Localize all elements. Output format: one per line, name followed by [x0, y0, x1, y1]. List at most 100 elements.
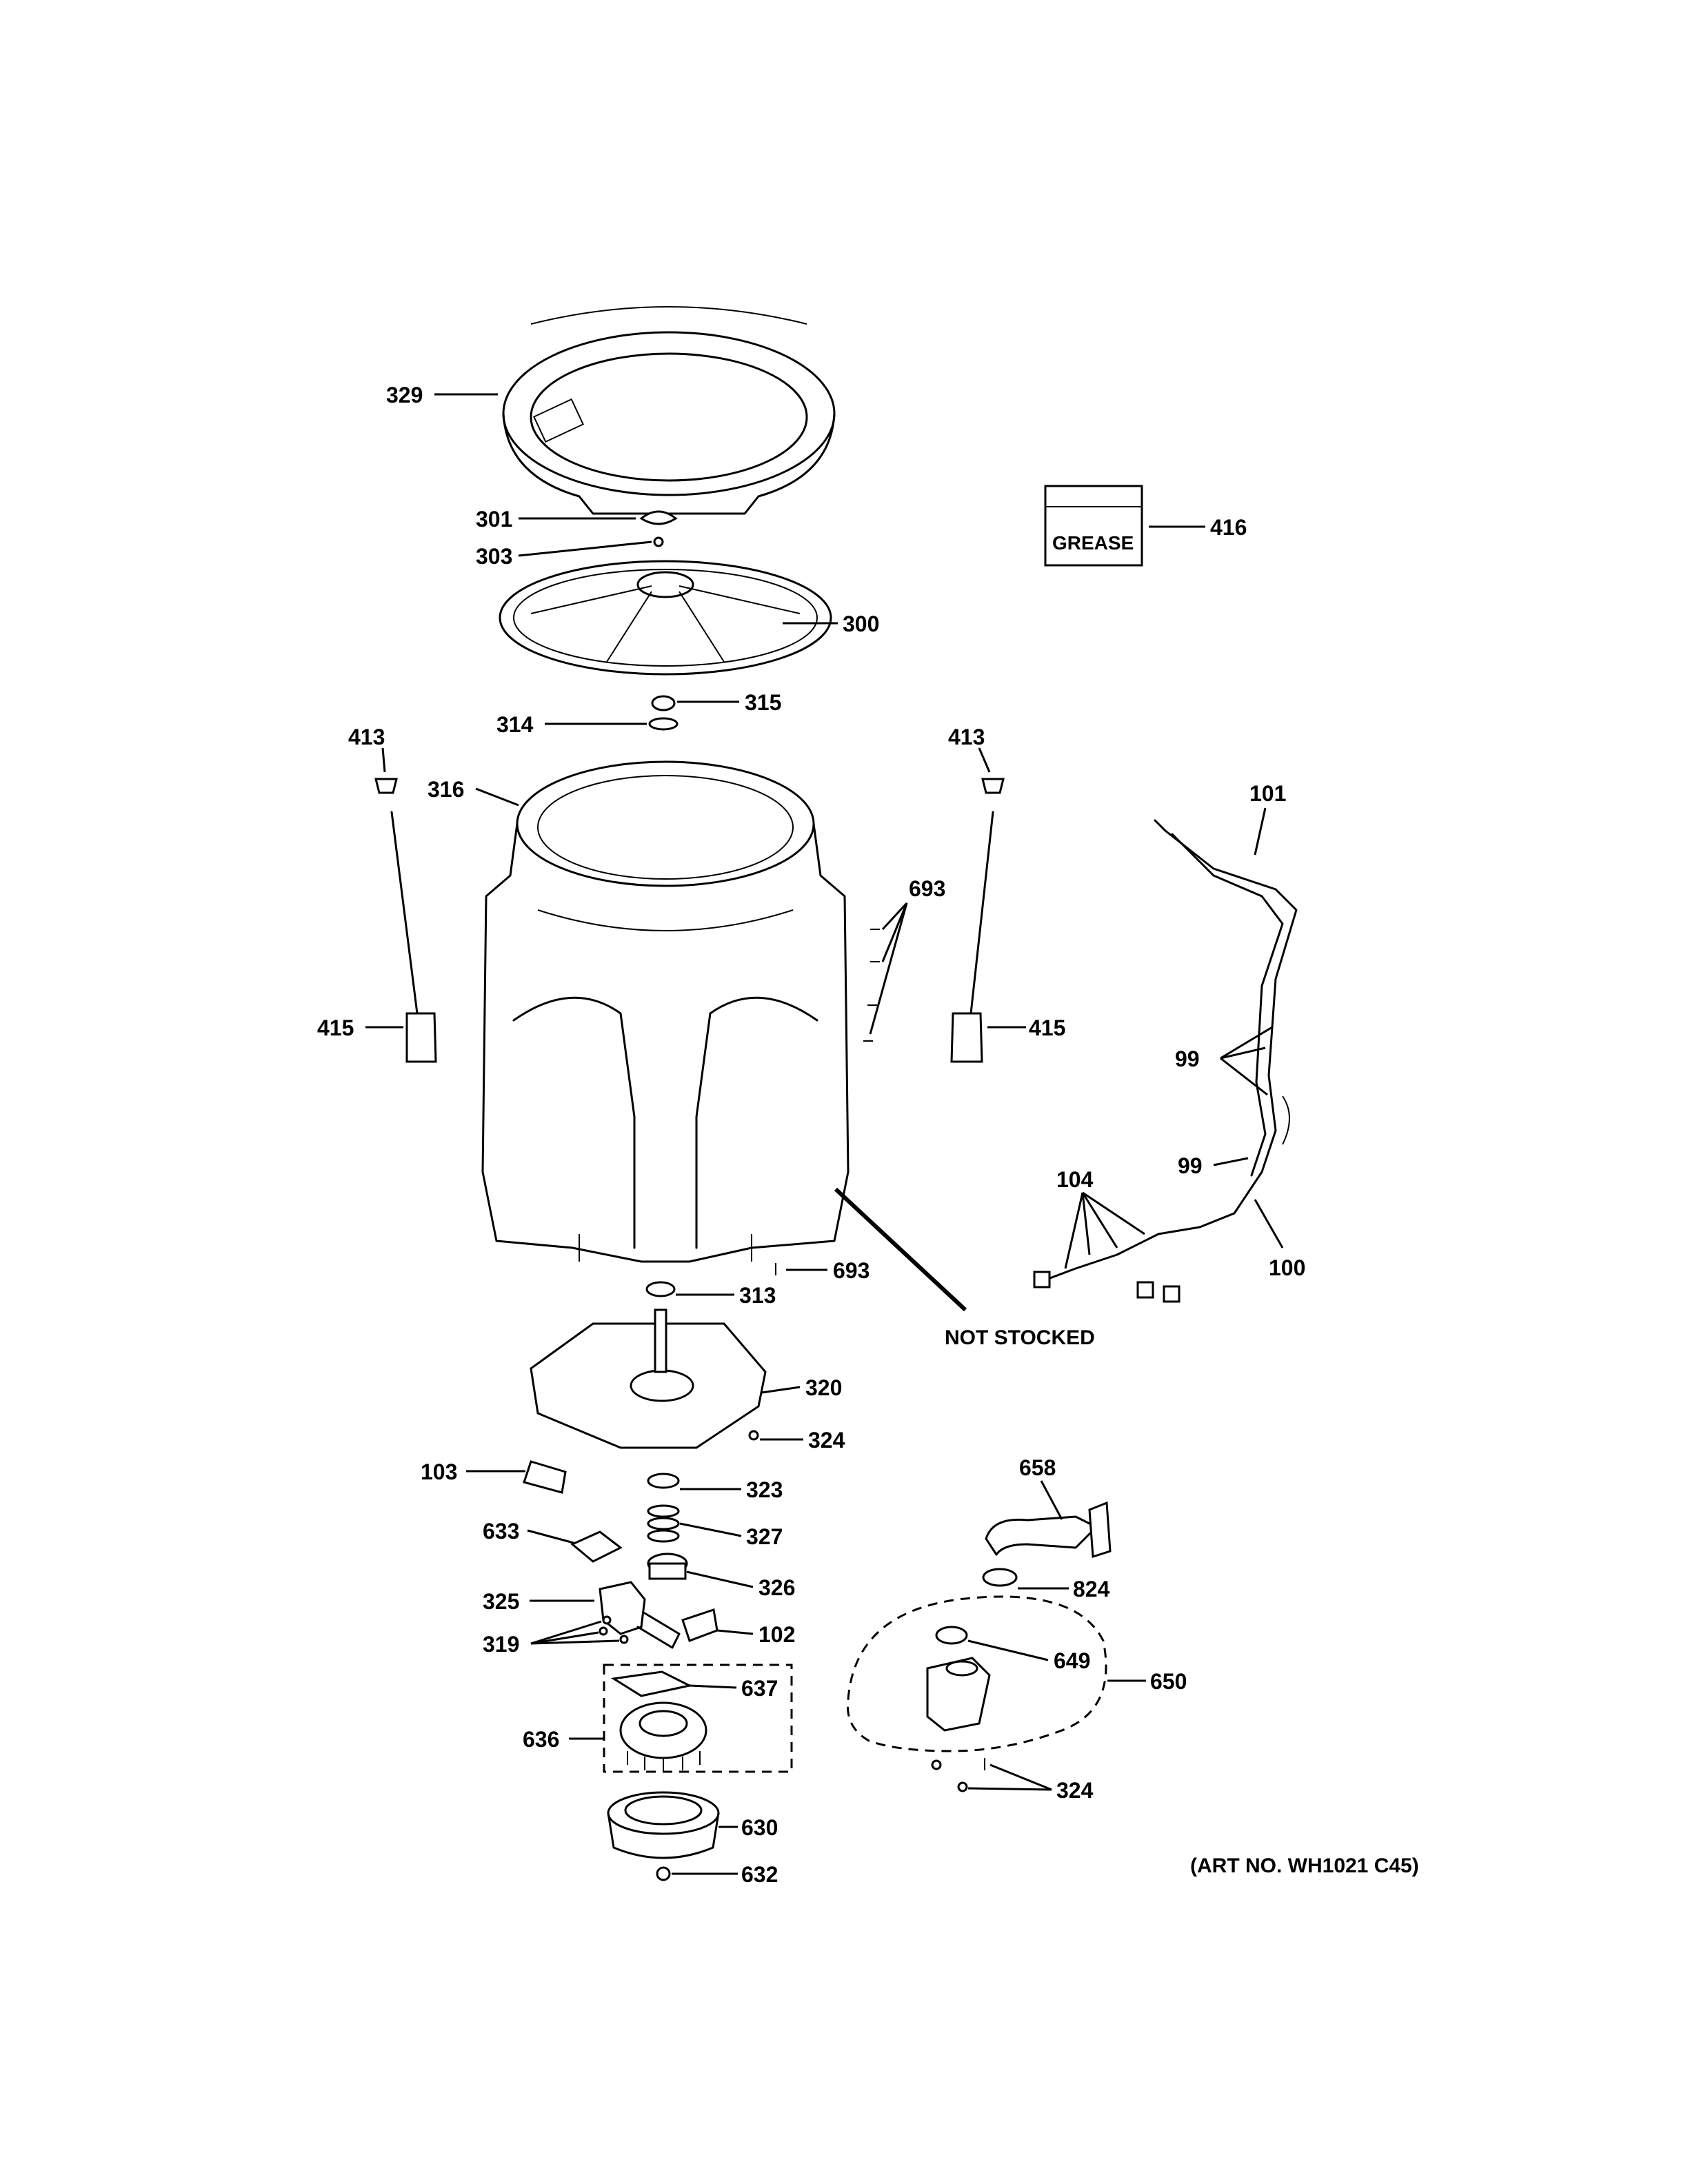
leader-319-c	[530, 1639, 620, 1645]
leader-101	[1254, 807, 1267, 856]
leader-303	[518, 540, 652, 557]
label-104: 104	[1056, 1167, 1094, 1192]
label-413-right: 413	[948, 725, 985, 749]
part-326-coupling[interactable]	[647, 1553, 688, 1580]
leader-99-b	[1213, 1157, 1249, 1166]
leader-104-a	[1064, 1192, 1084, 1269]
part-415-left-rod[interactable]	[390, 811, 437, 1063]
label-103: 103	[421, 1459, 457, 1484]
label-824: 824	[1073, 1577, 1110, 1601]
part-316-basket[interactable]	[481, 760, 850, 1263]
part-320-mounting-plate[interactable]	[530, 1308, 767, 1449]
leader-104-d	[1082, 1191, 1145, 1235]
leader-324-b1	[989, 1763, 1052, 1791]
leader-104-c	[1081, 1192, 1118, 1248]
part-658-hose[interactable]	[985, 1501, 1112, 1559]
group-650-outline	[846, 1595, 1107, 1752]
leader-324-b2	[967, 1787, 1052, 1791]
label-300: 300	[843, 611, 879, 636]
label-329: 329	[386, 383, 423, 407]
label-693-bottom: 693	[833, 1258, 870, 1283]
part-649-pump-seal[interactable]	[935, 1626, 968, 1645]
leader-319-a	[530, 1620, 602, 1645]
part-303-bolt[interactable]	[653, 536, 664, 547]
part-630-rotor[interactable]	[607, 1791, 720, 1859]
part-416-grease[interactable]: GREASE	[1044, 485, 1143, 567]
leader-99-a3	[1220, 1057, 1268, 1096]
part-315-seal[interactable]	[651, 695, 676, 711]
grease-text: GREASE	[1052, 532, 1134, 554]
leader-319-b	[530, 1631, 599, 1645]
part-101-100-wire-harness[interactable]	[1033, 819, 1298, 1303]
leader-658	[1040, 1480, 1063, 1520]
leader-102	[716, 1629, 754, 1635]
leader-413-left	[381, 747, 386, 773]
leader-413-right	[978, 747, 991, 773]
leader-693-top-a	[881, 902, 908, 931]
part-301-agitator-cap[interactable]	[639, 510, 678, 525]
label-323: 323	[746, 1477, 783, 1502]
label-324-a: 324	[808, 1428, 845, 1453]
art-number: (ART NO. WH1021 C45)	[1190, 1854, 1419, 1877]
label-637: 637	[741, 1676, 778, 1701]
label-99-b: 99	[1178, 1153, 1203, 1178]
label-102: 102	[758, 1622, 795, 1647]
part-413-left-cap[interactable]	[374, 778, 398, 794]
label-101: 101	[1249, 781, 1286, 806]
part-300-impeller[interactable]	[499, 560, 832, 676]
leader-99-a2	[1220, 1046, 1266, 1060]
label-415-right: 415	[1029, 1015, 1065, 1040]
leader-693-top-b	[881, 902, 908, 962]
label-303: 303	[476, 544, 512, 569]
part-633-bracket[interactable]	[570, 1530, 623, 1563]
part-323-washer[interactable]	[647, 1473, 680, 1489]
part-324-screws-b[interactable]	[931, 1758, 985, 1792]
label-658: 658	[1019, 1455, 1056, 1480]
part-415-right-rod[interactable]	[950, 811, 994, 1063]
label-326: 326	[758, 1575, 795, 1600]
not-stocked-note: NOT STOCKED	[945, 1326, 1095, 1349]
part-413-right-cap[interactable]	[981, 778, 1005, 794]
label-636: 636	[523, 1727, 559, 1752]
label-324-b: 324	[1056, 1778, 1094, 1803]
leader-326	[686, 1570, 754, 1588]
part-102-bracket[interactable]	[681, 1608, 719, 1642]
part-329-tub-cover[interactable]	[502, 306, 836, 515]
label-416: 416	[1210, 515, 1247, 540]
part-632-nut[interactable]	[656, 1866, 671, 1881]
leader-633	[527, 1529, 574, 1544]
part-324-screw-a[interactable]	[748, 1430, 759, 1441]
part-636-stator[interactable]	[619, 1701, 707, 1772]
label-650: 650	[1150, 1669, 1187, 1694]
leader-693-top-c	[869, 902, 908, 1035]
part-314-washer[interactable]	[648, 717, 679, 731]
leader-637	[689, 1684, 737, 1689]
label-632: 632	[741, 1862, 778, 1887]
label-633: 633	[483, 1519, 519, 1544]
label-100: 100	[1269, 1255, 1305, 1280]
label-313: 313	[739, 1283, 776, 1308]
part-650-drain-pump[interactable]	[926, 1657, 991, 1732]
part-325-pump-bracket[interactable]	[599, 1581, 681, 1649]
label-649: 649	[1054, 1648, 1090, 1673]
label-315: 315	[745, 690, 781, 715]
part-103-bracket[interactable]	[523, 1460, 567, 1494]
label-327: 327	[746, 1524, 783, 1549]
leader-649	[967, 1639, 1049, 1661]
part-824-clamp[interactable]	[982, 1568, 1018, 1587]
label-314: 314	[496, 712, 534, 737]
part-693-screws-top[interactable]	[863, 929, 880, 1042]
leader-99-a1	[1220, 1026, 1273, 1060]
part-313-ring[interactable]	[645, 1281, 676, 1297]
leader-not-stocked	[834, 1187, 967, 1312]
part-327-spring[interactable]	[647, 1504, 680, 1543]
label-99-a: 99	[1175, 1046, 1200, 1071]
part-637-rotor-sensor[interactable]	[610, 1670, 693, 1697]
label-316: 316	[428, 777, 464, 802]
label-301: 301	[476, 507, 512, 532]
label-320: 320	[805, 1375, 842, 1400]
label-325: 325	[483, 1589, 519, 1614]
part-319-screws[interactable]	[599, 1615, 629, 1644]
label-693-top: 693	[909, 876, 945, 901]
label-415-left: 415	[317, 1015, 354, 1040]
